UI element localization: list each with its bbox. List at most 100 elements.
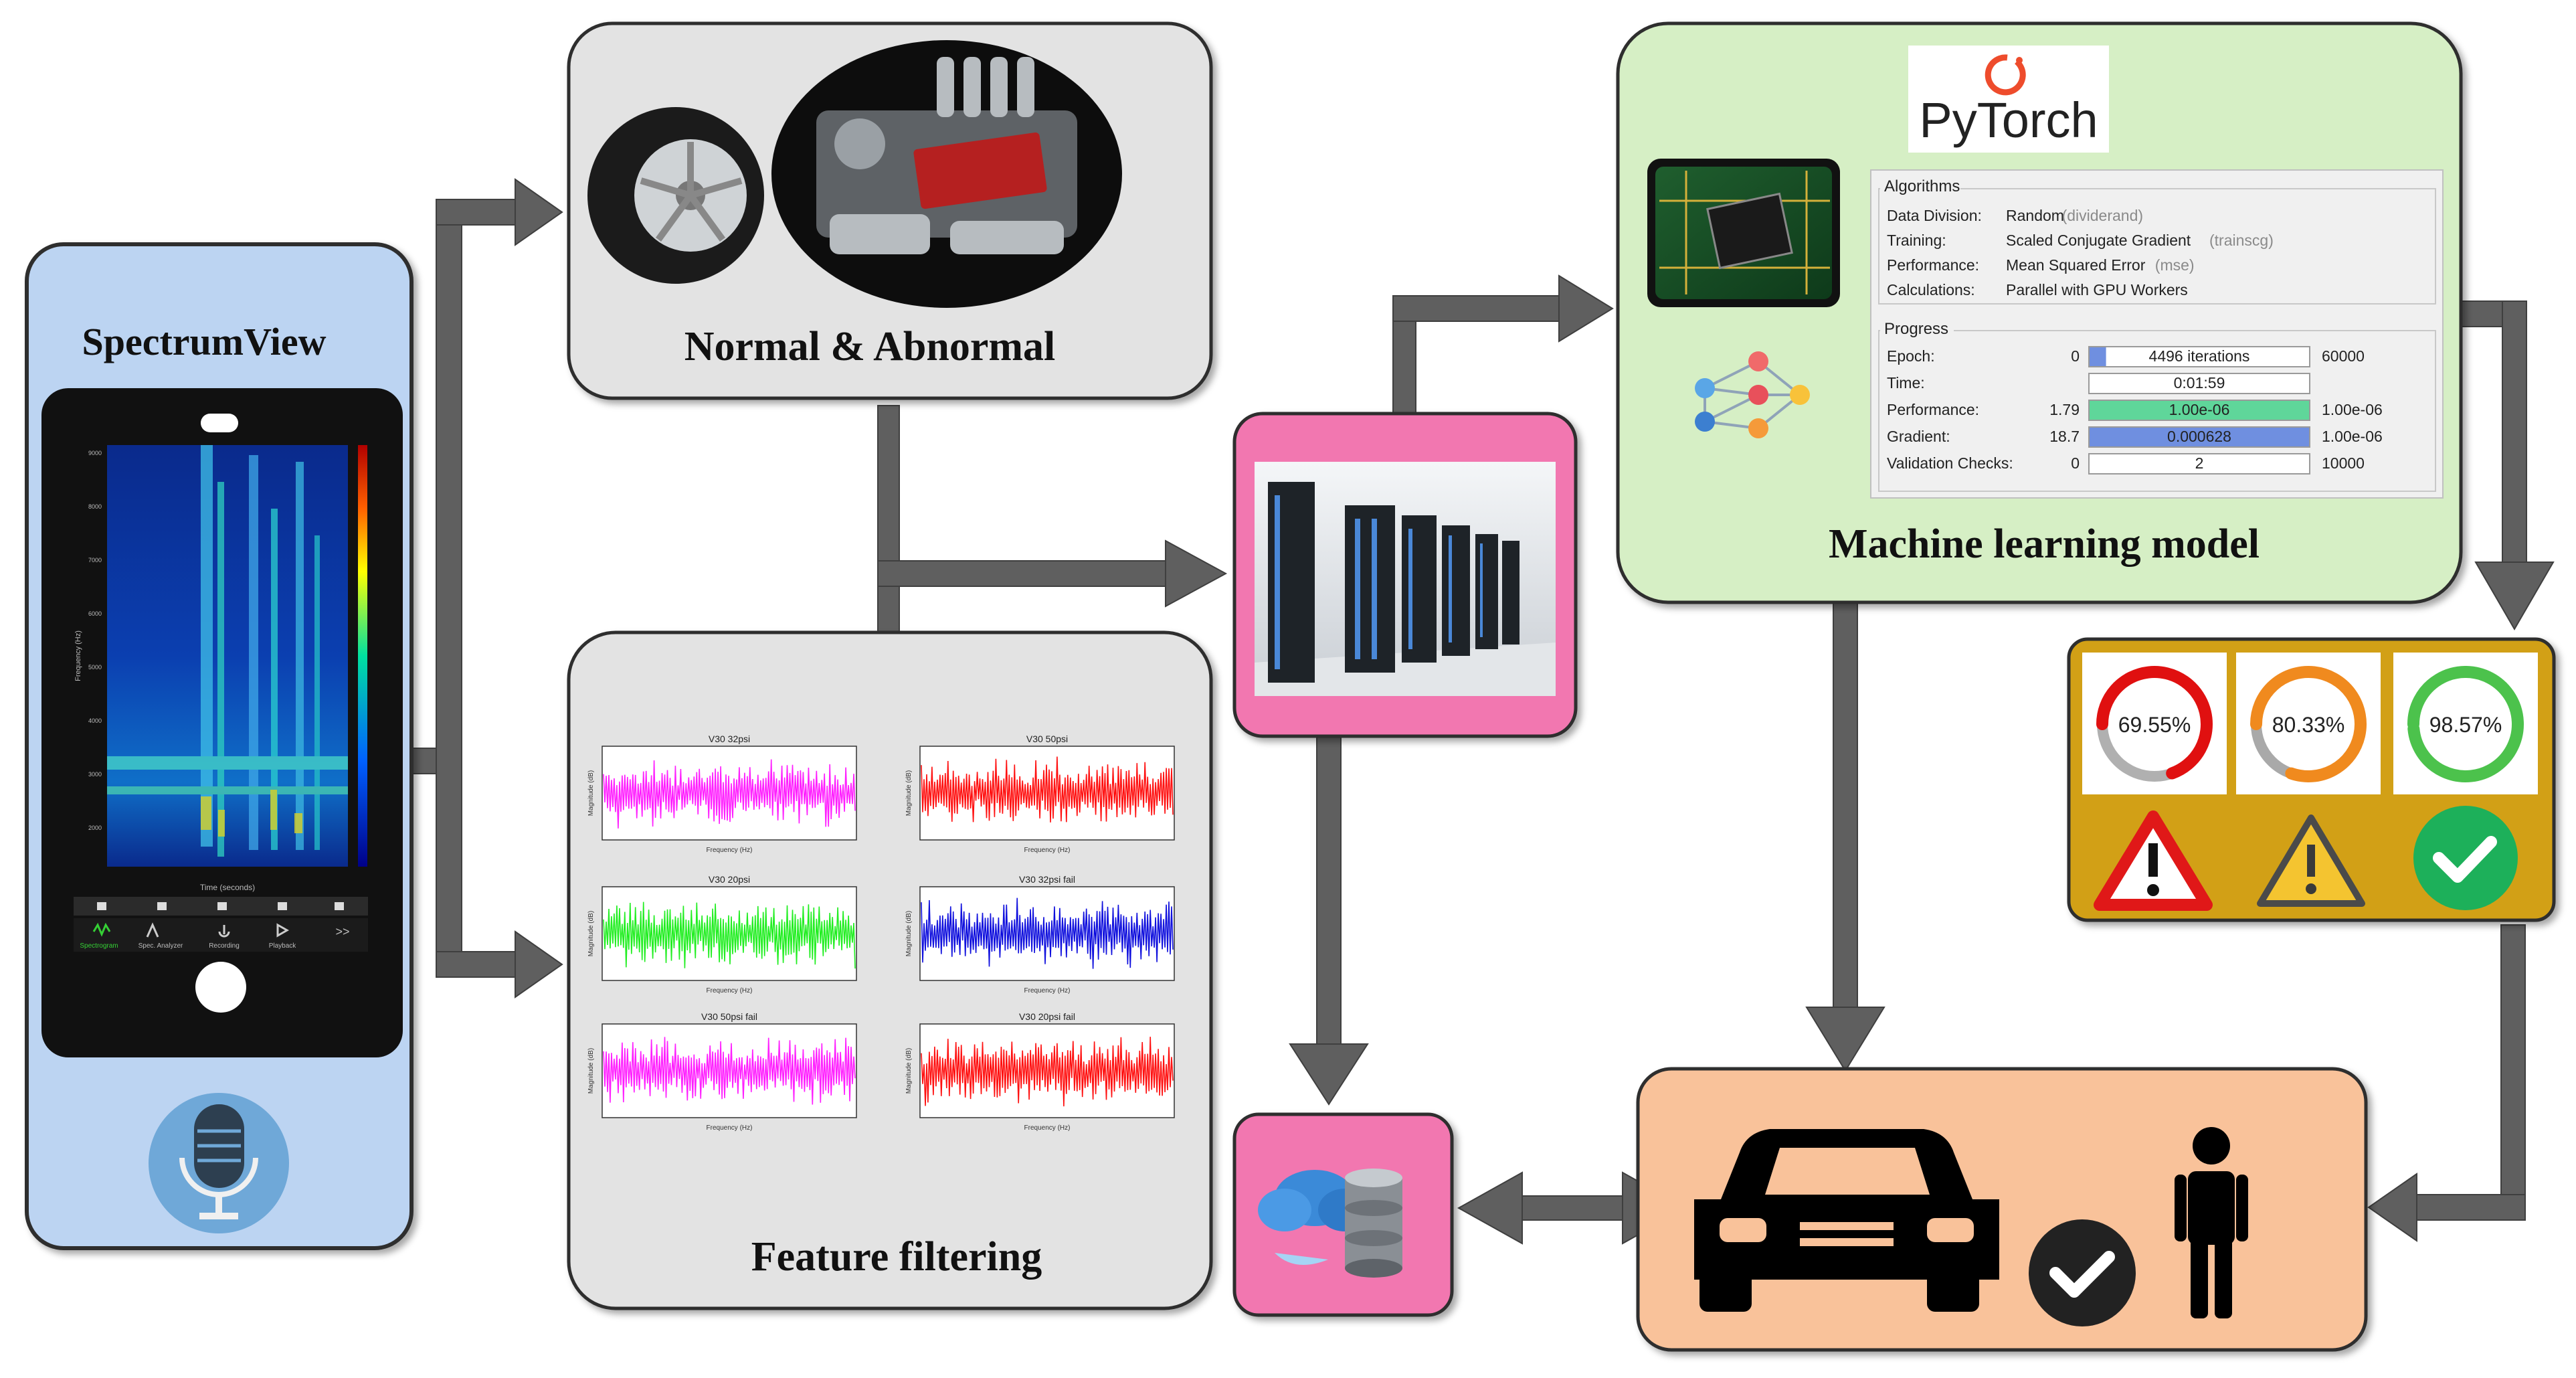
- algorithm-value: Mean Squared Error: [2006, 256, 2146, 274]
- gauges: 69.55% 80.33% 98.57%: [2082, 653, 2538, 794]
- gauge-arc: [2407, 666, 2524, 783]
- progress-bar-fill: [2090, 401, 2309, 420]
- connector-ml-results: [2502, 300, 2527, 566]
- gauge-arc: [2096, 666, 2213, 780]
- signal-plot-y-label: Magnitude (dB): [587, 911, 595, 956]
- algorithm-rows: Data Division:Random(dividerand)Training…: [1887, 207, 2274, 298]
- warning-yellow-icon: [2257, 814, 2365, 907]
- gauge-value-label: 80.33%: [2272, 713, 2345, 737]
- svg-text:9000: 9000: [88, 450, 102, 456]
- connector-server-ml: [1392, 295, 1561, 322]
- progress-end-value: 1.00e-06: [2322, 401, 2383, 418]
- signal-plot-x-label: Frequency (Hz): [707, 847, 753, 854]
- arrow-to-vehicle: [1805, 1007, 1885, 1072]
- connector-to-normal: [436, 199, 517, 226]
- phone-title: SpectrumView: [82, 320, 326, 363]
- gauge-value-label: 69.55%: [2118, 713, 2191, 737]
- algorithm-value: Random: [2006, 207, 2064, 224]
- signal-plot-y-label: Magnitude (dB): [905, 1048, 913, 1094]
- neural-network-icon: [1695, 351, 1810, 438]
- algorithm-value: Parallel with GPU Workers: [2006, 281, 2188, 298]
- connector-to-feature: [436, 951, 517, 978]
- vehicle-box: [1636, 1067, 2368, 1352]
- signal-plot-x-label: Frequency (Hz): [707, 1124, 753, 1132]
- connector-server-down: [1316, 736, 1342, 1048]
- progress-heading: Progress: [1884, 320, 1948, 338]
- arrow-to-normal: [515, 178, 563, 246]
- algorithm-value: Scaled Conjugate Gradient: [2006, 232, 2191, 249]
- server-room-image: [1255, 462, 1556, 696]
- feature-filtering-label: Feature filtering: [751, 1234, 1042, 1280]
- algorithm-key: Calculations:: [1887, 281, 1975, 298]
- signal-plot-y-label: Magnitude (dB): [587, 770, 595, 816]
- progress-bar-label: 4496 iterations: [2149, 347, 2250, 365]
- arrow-to-results: [2474, 562, 2555, 630]
- svg-text:2000: 2000: [88, 825, 102, 831]
- algorithms-heading: Algorithms: [1884, 177, 1960, 195]
- connector-results-vehicle: [2415, 1194, 2526, 1221]
- connector-results-down: [2500, 924, 2526, 1220]
- svg-text:6000: 6000: [88, 610, 102, 617]
- connector-ml-down: [1833, 602, 1858, 1011]
- phone-tab-icons: [92, 922, 290, 938]
- progress-bar-label: 2: [2195, 454, 2204, 472]
- algorithm-key: Data Division:: [1887, 207, 1982, 224]
- signal-plot-title: V30 32psi: [709, 734, 750, 744]
- svg-text:4000: 4000: [88, 717, 102, 724]
- gpu-chip-image: [1647, 159, 1840, 307]
- progress-key: Gradient:: [1887, 428, 1950, 445]
- phone-tab-playback[interactable]: Playback: [269, 942, 297, 950]
- algorithm-key: Training:: [1887, 232, 1946, 249]
- progress-bar-label: 0.000628: [2167, 428, 2231, 445]
- svg-text:8000: 8000: [88, 503, 102, 510]
- normal-abnormal-box: Normal & Abnormal: [567, 21, 1213, 400]
- progress-bar-fill: [2090, 428, 2309, 446]
- check-green-icon: [2413, 806, 2518, 910]
- connector-normal-feature: [877, 405, 900, 634]
- progress-start-value: 18.7: [2049, 428, 2080, 445]
- signal-trace: [603, 901, 856, 969]
- arrow-to-cloud: [1289, 1043, 1369, 1106]
- cloud-database-box: [1232, 1112, 1454, 1317]
- signal-plot-y-label: Magnitude (dB): [905, 770, 913, 816]
- pytorch-logo: PyTorch: [1908, 46, 2109, 153]
- phone-home-button: [195, 962, 246, 1013]
- phone-tab-spectrogram[interactable]: Spectrogram: [80, 942, 118, 950]
- progress-start-value: 0: [2071, 454, 2080, 472]
- progress-key: Epoch:: [1887, 347, 1935, 365]
- check-circle-icon: [2029, 1219, 2136, 1326]
- signal-plot-y-label: Magnitude (dB): [905, 911, 913, 956]
- progress-bar-track: [2088, 453, 2310, 475]
- progress-bar-label: 1.00e-06: [2169, 401, 2230, 418]
- algorithm-note: (mse): [2155, 256, 2195, 274]
- phone-tab-analyzer[interactable]: Spec. Analyzer: [139, 942, 183, 950]
- training-panel: Algorithms Data Division:Random(dividera…: [1870, 169, 2444, 499]
- phone-tab-recording[interactable]: Recording: [209, 942, 240, 950]
- progress-bar-track: [2088, 373, 2310, 394]
- engine-icon: [771, 40, 1122, 308]
- phone-panel: SpectrumView: [25, 242, 413, 1250]
- progress-key: Time:: [1887, 374, 1925, 392]
- warning-red-icon: [2094, 810, 2213, 911]
- progress-bar-track: [2088, 346, 2310, 367]
- progress-bar-fill: [2090, 347, 2106, 366]
- cloud-database-icon: [1258, 1169, 1402, 1278]
- mic-tab-icon: [218, 925, 230, 938]
- ml-model-box: PyTorch: [1616, 21, 2463, 604]
- tire-icon: [587, 107, 764, 284]
- spectrogram-y-label: Frequency (Hz): [74, 630, 82, 681]
- phone-tab-more[interactable]: >>: [335, 925, 349, 938]
- connector-cloud-vehicle: [1518, 1195, 1627, 1221]
- gauge-value-label: 98.57%: [2429, 713, 2502, 737]
- signal-trace: [603, 1037, 856, 1105]
- results-box: 69.55% 80.33% 98.57%: [2067, 637, 2556, 922]
- progress-end-value: 60000: [2322, 347, 2365, 365]
- signal-plot-y-label: Magnitude (dB): [587, 1048, 595, 1094]
- phone-speaker: [201, 414, 238, 432]
- spectrogram-x-label: Time (seconds): [200, 883, 255, 892]
- arrow-to-server: [1165, 539, 1228, 608]
- arrow-to-ml: [1558, 274, 1614, 343]
